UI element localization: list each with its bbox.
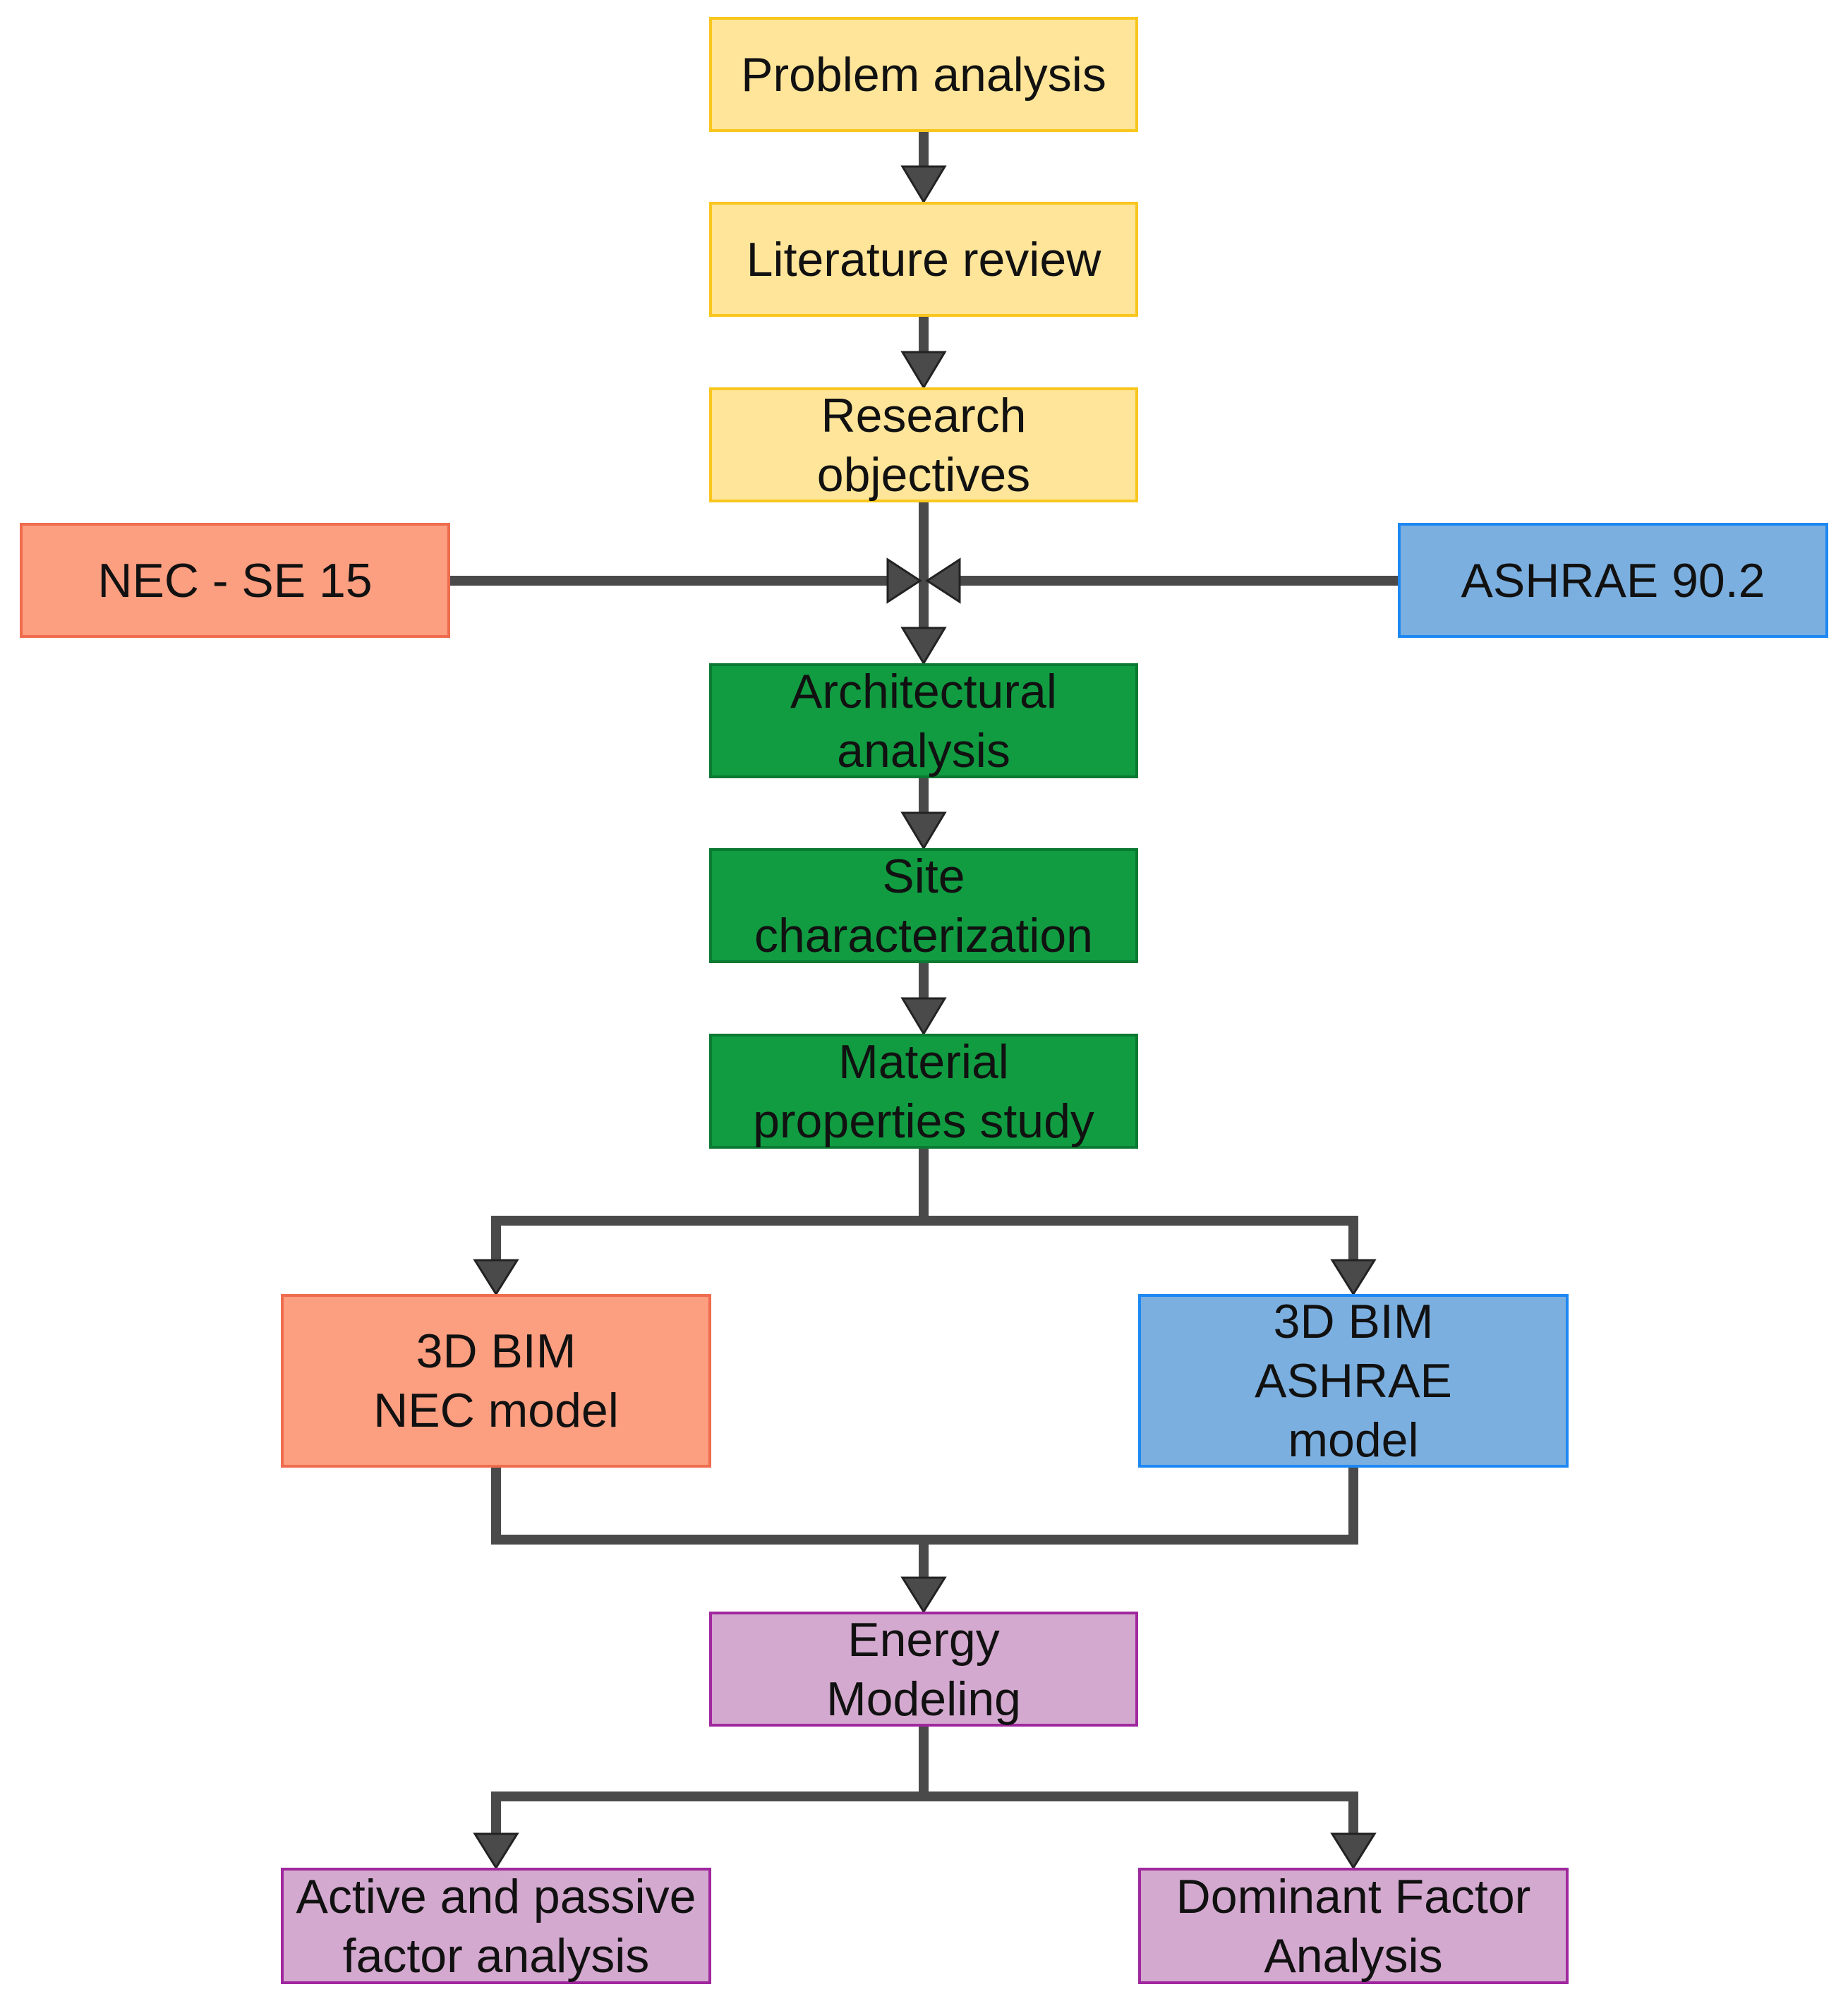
arrowhead-bim-nec — [473, 1259, 519, 1296]
node-energy-modeling: Energy Modeling — [709, 1612, 1138, 1727]
node-architectural-analysis: Architectural analysis — [709, 663, 1138, 778]
node-literature-review: Literature review — [709, 202, 1138, 317]
arrowhead-ashrae-junction — [925, 557, 961, 604]
arrowhead-energy — [900, 1576, 947, 1614]
edge-energy-to-dominant — [924, 1791, 1358, 1834]
edge-bims-to-energy — [491, 1467, 1358, 1545]
edge-energy-to-active-passive — [491, 1724, 929, 1834]
node-ashrae-90-2: ASHRAE 90.2 — [1398, 523, 1828, 638]
arrowhead-literature — [900, 165, 947, 204]
arrowhead-material — [900, 997, 947, 1036]
arrowhead-nec-junction — [886, 557, 922, 604]
node-3d-bim-nec-model: 3D BIM NEC model — [281, 1294, 711, 1468]
node-dominant-factor-analysis: Dominant Factor Analysis — [1138, 1868, 1569, 1984]
arrowhead-site — [900, 811, 947, 850]
edge-material-to-bim-ashrae — [924, 1216, 1358, 1260]
edge-material-to-bim-split — [491, 1149, 929, 1260]
arrowhead-active-passive — [473, 1832, 519, 1870]
node-material-properties-study: Material properties study — [709, 1034, 1138, 1149]
arrowhead-dominant — [1330, 1832, 1377, 1870]
node-nec-se-15: NEC - SE 15 — [20, 523, 450, 638]
arrowhead-bim-ashrae — [1330, 1259, 1377, 1296]
node-3d-bim-ashrae-model: 3D BIM ASHRAE model — [1138, 1294, 1569, 1468]
node-site-characterization: Site characterization — [709, 848, 1138, 963]
node-active-passive-factor-analysis: Active and passive factor analysis — [281, 1868, 711, 1984]
arrowheads — [473, 165, 1377, 1870]
arrowhead-research — [900, 351, 947, 389]
node-research-objectives: Research objectives — [709, 387, 1138, 502]
connector-lines — [450, 131, 1400, 1834]
arrowhead-architectural — [900, 627, 947, 665]
node-problem-analysis: Problem analysis — [709, 17, 1138, 132]
